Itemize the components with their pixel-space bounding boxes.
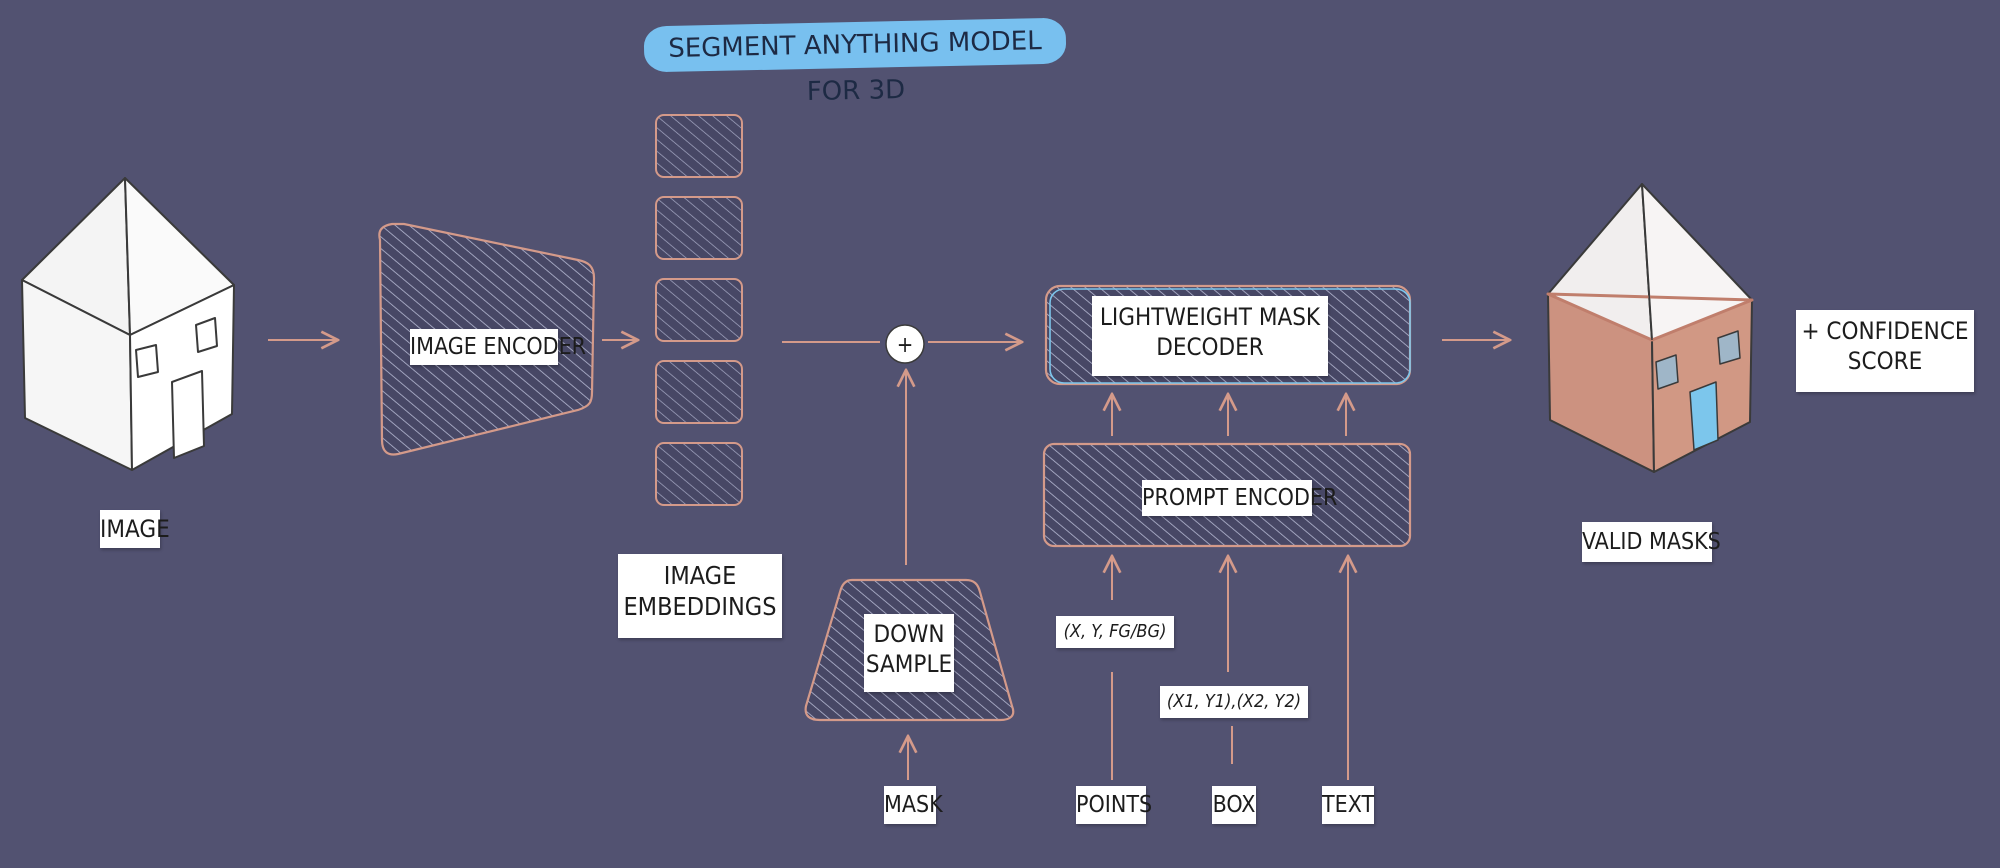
valid-masks-label: VALID MASKS: [1582, 522, 1721, 562]
box-label: BOX: [1212, 786, 1256, 824]
masked-house-icon: [1546, 183, 1754, 473]
house-icon: [21, 177, 235, 471]
points-label: POINTS: [1076, 786, 1152, 824]
plus-circle-icon: +: [885, 324, 925, 364]
prompt-encoder-label: PROMPT ENCODER: [1142, 480, 1337, 516]
confidence-line1: + CONFIDENCE: [1801, 317, 1969, 345]
image-embeddings-line1: IMAGE: [663, 561, 737, 590]
arrows-prompts-to-encoder: [1112, 556, 1348, 780]
confidence-score-label: + CONFIDENCE SCORE: [1796, 310, 1974, 392]
embedding-block-5: [655, 442, 743, 506]
embedding-block-3: [655, 278, 743, 342]
embedding-stack: [655, 114, 743, 506]
image-embeddings-label: IMAGE EMBEDDINGS: [618, 554, 782, 638]
down-sample-line1: DOWN: [873, 620, 945, 648]
image-encoder-label: IMAGE ENCODER: [410, 329, 586, 365]
mask-label: MASK: [884, 786, 943, 824]
down-sample-line2: SAMPLE: [865, 650, 953, 678]
mask-decoder-line2: DECODER: [1156, 333, 1264, 361]
down-sample-label: DOWN SAMPLE: [864, 614, 954, 692]
mask-decoder-label: LIGHTWEIGHT MASK DECODER: [1092, 296, 1328, 376]
embedding-block-1: [655, 114, 743, 178]
plus-symbol: +: [897, 333, 914, 358]
embedding-block-2: [655, 196, 743, 260]
arrows-encoder-to-decoder: [1112, 394, 1346, 436]
mask-decoder-line1: LIGHTWEIGHT MASK: [1099, 303, 1321, 331]
image-label: IMAGE: [100, 510, 170, 548]
mask-decoder-outline: [1049, 288, 1411, 384]
box-coords-label: (X1, Y1),(X2, Y2): [1160, 686, 1308, 718]
text-label: TEXT: [1322, 786, 1374, 824]
image-embeddings-line2: EMBEDDINGS: [623, 592, 777, 622]
title-pill: SEGMENT ANYTHING MODEL FOR 3D: [643, 17, 1067, 107]
confidence-line2: SCORE: [1847, 347, 1923, 375]
points-coords-label: (X, Y, FG/BG): [1056, 616, 1174, 648]
embedding-block-4: [655, 360, 743, 424]
